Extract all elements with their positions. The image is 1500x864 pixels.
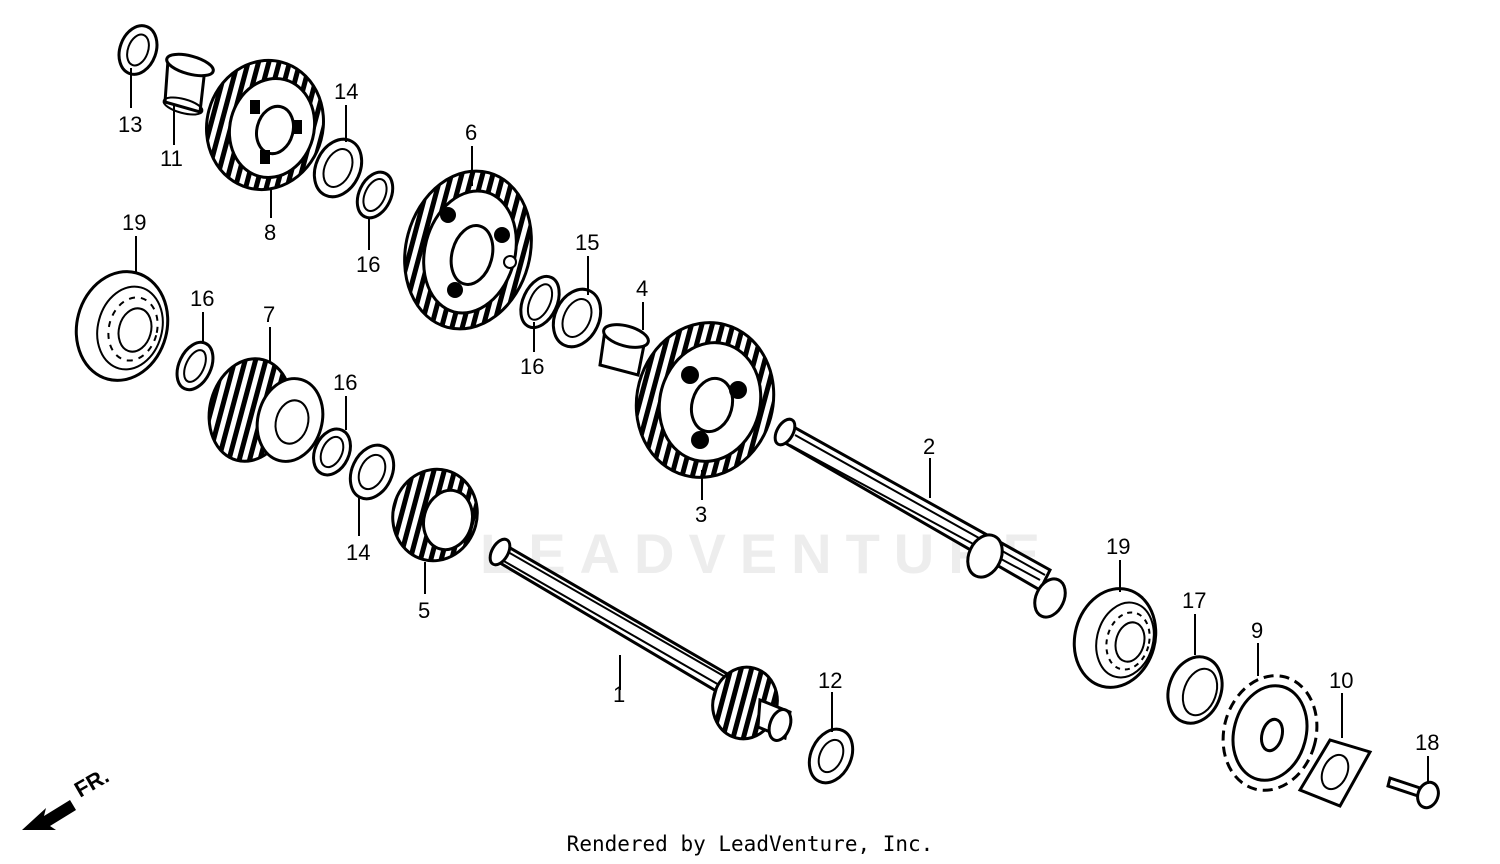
footer-credit: Rendered by LeadVenture, Inc. [566, 832, 934, 856]
front-direction-arrow-icon: FR. [22, 763, 113, 830]
callout-13: 13 [118, 112, 142, 137]
part-19-ball-bearing-right [1072, 587, 1158, 689]
part-14-splined-washer-top [312, 137, 364, 199]
callout-2: 2 [923, 434, 935, 459]
callout-4: 4 [636, 276, 648, 301]
callout-5: 5 [418, 598, 430, 623]
part-7-gear [207, 357, 325, 463]
callout-11: 11 [160, 146, 183, 171]
callout-15: 15 [575, 230, 599, 255]
callout-1: 1 [613, 682, 625, 707]
callout-16-top: 16 [356, 252, 380, 277]
callout-10: 10 [1329, 668, 1353, 693]
part-9-drive-sprocket [1221, 674, 1319, 792]
front-indicator-label: FR. [70, 763, 113, 802]
callout-14-top: 14 [334, 79, 358, 104]
part-6-dog-gear [403, 169, 533, 331]
part-17-oil-seal [1166, 655, 1224, 725]
part-16-circlip-lower [312, 427, 352, 477]
callout-3: 3 [695, 502, 707, 527]
part-18-bolt [1386, 776, 1440, 810]
part-1-mainshaft [488, 537, 793, 742]
callout-14-lower: 14 [346, 540, 370, 565]
part-4-bushing [598, 323, 650, 377]
part-15-splined-washer [551, 287, 603, 349]
part-13-thrust-washer [117, 24, 159, 76]
part-12-thrust-washer [807, 727, 855, 785]
callout-19-right: 19 [1106, 534, 1130, 559]
callout-7: 7 [263, 302, 275, 327]
callout-numbers: 13 11 8 14 16 6 19 16 7 16 14 5 16 15 4 … [118, 79, 1439, 755]
part-10-fixing-plate [1297, 738, 1373, 808]
callout-12: 12 [818, 668, 842, 693]
callout-9: 9 [1251, 618, 1263, 643]
part-8-gear [205, 58, 325, 192]
callout-16-left: 16 [190, 286, 214, 311]
part-3-gear [634, 321, 776, 479]
leader-lines [130, 68, 1429, 784]
callout-18: 18 [1415, 730, 1439, 755]
callout-6: 6 [465, 120, 477, 145]
part-2-countershaft [773, 417, 1067, 619]
callout-16-lower: 16 [333, 370, 357, 395]
callout-19-left: 19 [122, 210, 146, 235]
callout-16-middle: 16 [520, 354, 544, 379]
callout-8: 8 [264, 220, 276, 245]
part-5-gear [391, 467, 479, 563]
callout-17: 17 [1182, 588, 1206, 613]
part-16-circlip-top [355, 170, 395, 220]
part-11-bushing [162, 52, 215, 116]
part-14-splined-washer-lower [348, 443, 396, 501]
part-16-circlip-left [175, 340, 215, 392]
part-19-ball-bearing-left [74, 270, 170, 382]
